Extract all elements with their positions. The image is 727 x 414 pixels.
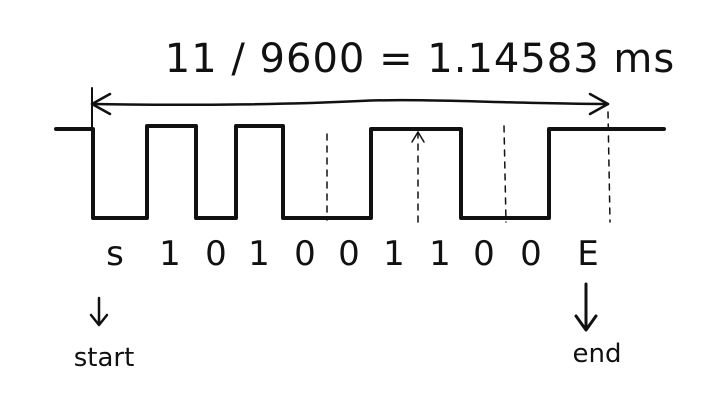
bit-label-7: 1	[429, 234, 451, 274]
end-label: end	[573, 339, 622, 369]
serial-waveform	[54, 124, 666, 220]
bit-label-2: 0	[205, 234, 227, 274]
bit-label-end: E	[577, 234, 598, 274]
bit-label-6: 1	[383, 234, 405, 274]
bit-label-1: 1	[159, 234, 181, 274]
bit-boundary-guide-2-arrowhead	[411, 131, 425, 143]
start-arrow-head	[89, 313, 109, 327]
bit-boundary-guide-4	[607, 111, 611, 223]
bit-label-8: 0	[473, 234, 495, 274]
bit-label-9: 0	[520, 234, 542, 274]
bit-label-3: 1	[248, 234, 270, 274]
bit-label-start: s	[106, 234, 124, 274]
bit-boundary-guide-3	[503, 125, 507, 223]
frame-span-arrow-line	[90, 98, 610, 107]
end-arrow-head	[574, 314, 598, 332]
start-label: start	[74, 343, 135, 373]
frame-duration-formula: 11 / 9600 = 1.14583 ms	[165, 36, 675, 82]
frame-span-arrow-right-head	[588, 92, 610, 116]
bit-label-4: 0	[294, 234, 316, 274]
bit-label-5: 0	[338, 234, 360, 274]
